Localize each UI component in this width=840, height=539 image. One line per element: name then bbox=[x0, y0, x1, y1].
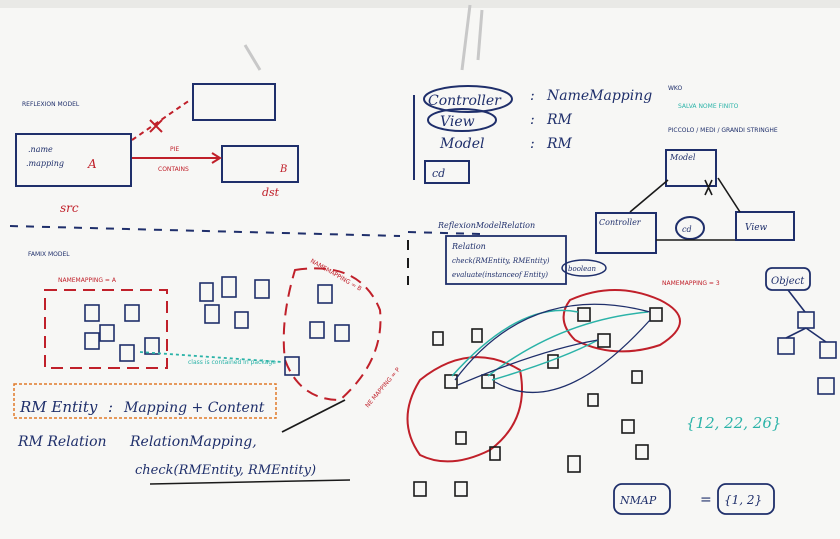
src-field-mapping: .mapping bbox=[26, 159, 64, 168]
rm-view: RM bbox=[546, 112, 573, 128]
famix-title: FAMIX MODEL bbox=[28, 251, 70, 258]
nmap-set: {1, 2} bbox=[724, 493, 762, 507]
rm-entity-label: RM Entity bbox=[19, 398, 98, 416]
namemapping-a-label: NAMEMAPPING = A bbox=[58, 277, 117, 284]
controller-label: Controller bbox=[428, 93, 502, 109]
rm-entity-value: Mapping + Content bbox=[123, 400, 265, 416]
name-mapping-label: NameMapping bbox=[546, 88, 652, 104]
rm-relation-label: RM Relation bbox=[17, 434, 107, 450]
diag-controller-label: Controller bbox=[599, 218, 642, 227]
nmap-label: NMAP bbox=[619, 494, 657, 507]
diag-view-label: View bbox=[745, 223, 768, 233]
set-label: {12, 22, 26} bbox=[686, 414, 781, 432]
rmr-boolean: boolean bbox=[568, 265, 596, 273]
colon-v: : bbox=[530, 112, 535, 128]
rmr-relation: Relation bbox=[451, 242, 486, 251]
src-caption: src bbox=[60, 201, 79, 215]
containment-annotation: class is contained in package bbox=[188, 359, 276, 366]
rm-relation-check: check(RMEntity, RMEntity) bbox=[135, 463, 316, 478]
rmr-title: ReflexionModelRelation bbox=[437, 221, 535, 230]
diag-cd-label: cd bbox=[682, 225, 692, 234]
dst-label-b: B bbox=[279, 164, 287, 175]
equals-sign: = bbox=[700, 492, 712, 508]
board-top-edge bbox=[0, 0, 840, 8]
namemapping-3-label: NAMEMAPPING = 3 bbox=[662, 280, 720, 287]
model-label: Model bbox=[439, 136, 485, 152]
rmr-evaluate: evaluate(instanceof Entity) bbox=[452, 271, 548, 279]
legend-salva: SALVA NOME FINITO bbox=[678, 103, 739, 110]
colon-1: : bbox=[108, 398, 113, 416]
colon-c: : bbox=[530, 88, 535, 104]
diag-model-label: Model bbox=[669, 153, 696, 162]
src-label-a: A bbox=[87, 157, 97, 171]
dst-caption: dst bbox=[262, 186, 280, 199]
rm-relation-value: RelationMapping, bbox=[129, 434, 257, 450]
rmr-check: check(RMEntity, RMEntity) bbox=[452, 257, 550, 265]
colon-m: : bbox=[530, 136, 535, 152]
edge-label-1: PIE bbox=[170, 146, 179, 153]
legend-stringhe: PICCOLO / MEDI / GRANDI STRINGHE bbox=[668, 127, 778, 134]
rm-model: RM bbox=[546, 136, 573, 152]
legend-wko: WKO bbox=[668, 85, 683, 92]
object-label: Object bbox=[771, 276, 805, 287]
edge-label-2: CONTAINS bbox=[158, 166, 189, 173]
src-field-name: .name bbox=[28, 145, 53, 154]
cd-label: cd bbox=[432, 167, 445, 180]
reflexion-title: REFLEXION MODEL bbox=[22, 101, 80, 108]
view-label: View bbox=[440, 114, 475, 130]
